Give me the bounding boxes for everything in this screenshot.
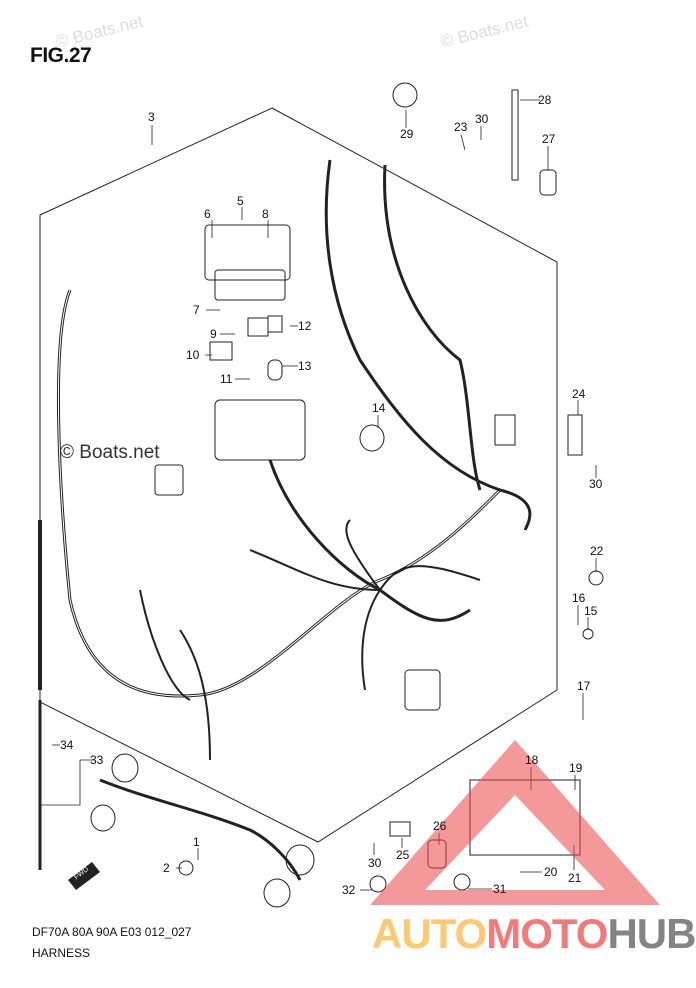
fuse [267, 315, 283, 333]
callout-26: 26 [433, 819, 447, 833]
clamp [369, 875, 387, 893]
logo-part: AUTO [372, 910, 487, 957]
module [404, 669, 441, 711]
harness-wire [99, 778, 302, 881]
regulator [154, 464, 184, 496]
callout-20: 20 [544, 865, 558, 879]
callout-6: 6 [204, 207, 211, 221]
callout-9: 9 [210, 327, 217, 341]
nut [582, 628, 594, 640]
watermark: © Boats.net [60, 442, 160, 463]
harness-wire [324, 159, 532, 531]
callout-1: 1 [193, 835, 200, 849]
figure-name: HARNESS [32, 946, 91, 960]
logo-part: HUB [607, 910, 696, 957]
bolt [588, 570, 604, 586]
callout-34: 34 [60, 738, 74, 752]
callout-22: 22 [590, 544, 604, 558]
figure-title: FIG.27 [30, 44, 92, 67]
callout-5: 5 [237, 194, 244, 208]
harness-wire [383, 164, 482, 491]
grommet [359, 424, 385, 452]
boot [90, 804, 116, 832]
callout-30: 30 [589, 477, 603, 491]
leader-lines [40, 99, 597, 891]
boot [111, 753, 139, 783]
callout-7: 7 [193, 303, 200, 317]
callout-18: 18 [525, 753, 539, 767]
fuse-box [214, 399, 306, 461]
callout-33: 33 [90, 753, 104, 767]
logo-triangle [370, 740, 660, 905]
callout-29: 29 [400, 127, 414, 141]
callout-17: 17 [577, 679, 591, 693]
callout-30: 30 [475, 112, 489, 126]
relay [247, 317, 269, 337]
callout-27: 27 [542, 132, 556, 146]
callout-30: 30 [368, 856, 382, 870]
callout-3: 3 [148, 110, 155, 124]
clamp [453, 873, 471, 891]
relay [209, 341, 233, 361]
boot [263, 878, 291, 908]
callout-25: 25 [396, 848, 410, 862]
cover [214, 269, 286, 301]
callout-13: 13 [298, 359, 312, 373]
harness-wire [56, 289, 502, 698]
cap [267, 359, 283, 381]
callout-15: 15 [584, 604, 598, 618]
connector [494, 414, 516, 446]
callout-21: 21 [568, 871, 582, 885]
tie [511, 89, 519, 181]
harness-wire [249, 519, 481, 691]
relay-block [204, 224, 291, 281]
callout-16: 16 [572, 591, 586, 605]
harness-frame [39, 107, 558, 843]
plate [389, 821, 411, 837]
bracket [567, 414, 583, 456]
callout-12: 12 [298, 319, 312, 333]
clip [392, 82, 418, 108]
harness-wire [139, 589, 211, 761]
figure-code: DF70A 80A 90A E03 012_027 [32, 925, 192, 939]
callout-10: 10 [186, 348, 200, 362]
callout-14: 14 [372, 401, 386, 415]
harness-wire [268, 459, 471, 622]
logo-part: MOTO [486, 910, 608, 957]
callout-19: 19 [569, 761, 583, 775]
callout-2: 2 [163, 861, 170, 875]
callout-11: 11 [220, 372, 233, 386]
callout-23: 23 [454, 120, 468, 134]
clamp [539, 169, 557, 196]
fwd-arrow-icon [68, 862, 100, 890]
automotohub-logo: AUTOMOTOHUB [372, 910, 696, 958]
callout-8: 8 [262, 207, 269, 221]
boot [285, 844, 315, 876]
callout-24: 24 [572, 387, 586, 401]
callout-31: 31 [493, 882, 507, 896]
callout-32: 32 [342, 883, 356, 897]
callout-28: 28 [538, 93, 552, 107]
